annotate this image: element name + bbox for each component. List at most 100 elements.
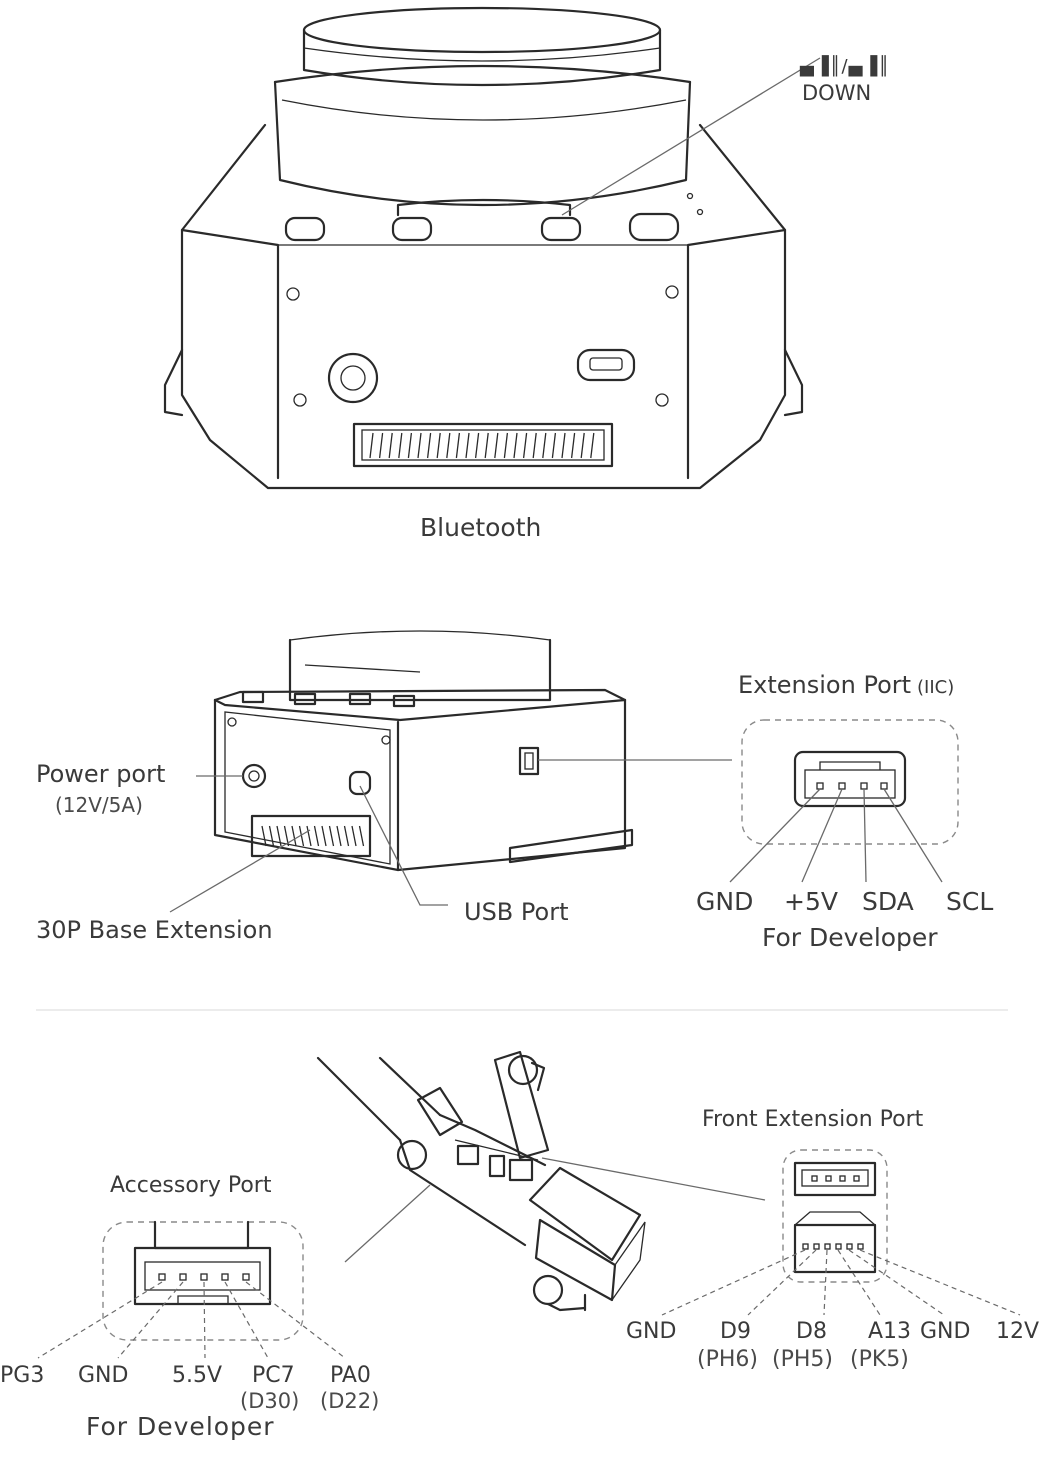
- accessory-pin-label: GND: [78, 1363, 128, 1388]
- front-pin-note: (PH5): [772, 1347, 833, 1372]
- accessory-pin-contact: [179, 1273, 187, 1281]
- header-pin: [343, 825, 350, 847]
- header-pin: [590, 432, 595, 459]
- robot-arm-view: [316, 1050, 646, 1312]
- accessory-pin-leader: [203, 1281, 206, 1359]
- header-pin: [369, 432, 374, 459]
- front-pin-contact: [802, 1243, 809, 1250]
- front-pin-contact: [857, 1243, 864, 1250]
- front-upper-pin: [853, 1175, 860, 1182]
- header-pin: [336, 825, 342, 847]
- header-pin: [313, 825, 320, 847]
- bluetooth-caption: Bluetooth: [420, 513, 541, 542]
- header-pin: [436, 432, 441, 459]
- header-pin: [494, 432, 499, 459]
- accessory-pin-contact: [242, 1273, 250, 1281]
- header-pin: [580, 432, 585, 459]
- header-pin: [398, 432, 403, 459]
- header-pin: [551, 432, 557, 459]
- accessory-pin-note: (D30): [240, 1389, 299, 1413]
- extension-pin-leader: [863, 788, 867, 883]
- accessory-pin-label: 5.5V: [172, 1363, 222, 1388]
- front-extension-title: Front Extension Port: [702, 1107, 924, 1132]
- accessory-pin-labels: PG3 GND 5.5V PC7 PA0: [0, 1363, 371, 1388]
- header-pin: [306, 825, 312, 847]
- accessory-port-box: [102, 1221, 304, 1341]
- header-pin: [298, 825, 305, 847]
- extension-pin-leader: [801, 788, 843, 883]
- header-pin: [522, 432, 528, 459]
- accessory-pin-leader: [245, 1281, 346, 1359]
- header-pin: [570, 432, 576, 459]
- front-extension-box: [782, 1149, 888, 1283]
- header-pin: [276, 825, 282, 847]
- header-pin: [321, 825, 327, 847]
- front-pin-label: GND: [626, 1319, 676, 1344]
- extension-pin-contact: [880, 782, 888, 790]
- accessory-pin-contact: [158, 1273, 166, 1281]
- front-pin-label: A13: [868, 1319, 911, 1344]
- header-pin: [513, 432, 518, 459]
- extension-port-box: [741, 719, 959, 845]
- accessory-pin-label: PC7: [252, 1363, 295, 1388]
- accessory-pin-label: PG3: [0, 1363, 44, 1388]
- front-pin-label: 12V: [996, 1319, 1039, 1344]
- header-pin: [407, 432, 413, 459]
- robot-base-side-view: [213, 630, 634, 872]
- header-pin: [417, 432, 422, 459]
- extension-for-developer: For Developer: [762, 923, 938, 952]
- front-pin-notes: (PH6) (PH5) (PK5): [697, 1347, 909, 1372]
- accessory-port-connector: [133, 1220, 272, 1306]
- front-pin-label: D8: [796, 1319, 827, 1344]
- extension-port-title: Extension Port(IIC): [738, 671, 954, 699]
- front-pin-label: D9: [720, 1319, 751, 1344]
- front-pin-contact: [846, 1243, 853, 1250]
- accessory-pin-leader: [37, 1281, 163, 1359]
- header-pin: [561, 432, 566, 459]
- extension-pin-leader: [883, 788, 943, 883]
- front-pin-leader: [859, 1249, 1021, 1316]
- accessory-pin-note: (D22): [320, 1389, 379, 1413]
- extension-pin-contact: [816, 782, 824, 790]
- header-pin: [474, 432, 480, 459]
- front-pin-leader: [848, 1249, 945, 1316]
- accessory-pin-leader: [117, 1281, 184, 1359]
- front-pin-leader: [823, 1249, 828, 1316]
- header-pin: [465, 432, 470, 459]
- accessory-pin-notes: (D30) (D22): [240, 1389, 379, 1413]
- front-pin-note: (PK5): [850, 1347, 909, 1372]
- front-pin-contact: [835, 1243, 842, 1250]
- extension-pin-label: SDA: [862, 887, 914, 916]
- accessory-pin-contact: [221, 1273, 229, 1281]
- header-pin: [351, 825, 357, 847]
- header-pin: [388, 432, 393, 459]
- header-pin: [542, 432, 547, 459]
- front-pin-label: GND: [920, 1319, 970, 1344]
- accessory-pin-contact: [200, 1273, 208, 1281]
- front-pin-leader: [837, 1249, 881, 1316]
- extension-pin-label: +5V: [784, 887, 838, 916]
- accessory-for-developer: For Developer: [86, 1412, 275, 1441]
- header-pin: [261, 825, 267, 847]
- extension-port-connector: [793, 750, 907, 808]
- header-pin: [268, 825, 275, 847]
- accessory-pin-label: PA0: [330, 1363, 371, 1388]
- base-extension-label: 30P Base Extension: [36, 916, 273, 944]
- header-pin: [358, 825, 365, 847]
- front-pin-note: (PH6): [697, 1347, 758, 1372]
- header-pin: [291, 825, 297, 847]
- front-upper-pin: [839, 1175, 846, 1182]
- header-pin: [426, 432, 432, 459]
- accessory-title: Accessory Port: [110, 1173, 272, 1198]
- extension-pin-leader: [729, 788, 821, 883]
- front-pin-leader: [661, 1249, 806, 1316]
- header-pin: [455, 432, 461, 459]
- header-pin: [446, 432, 451, 459]
- down-button-callout-line: [561, 57, 821, 216]
- power-port-spec: (12V/5A): [55, 793, 143, 817]
- front-upper-pin: [811, 1175, 818, 1182]
- header-pin: [503, 432, 509, 459]
- accessory-pin-leader: [224, 1281, 269, 1359]
